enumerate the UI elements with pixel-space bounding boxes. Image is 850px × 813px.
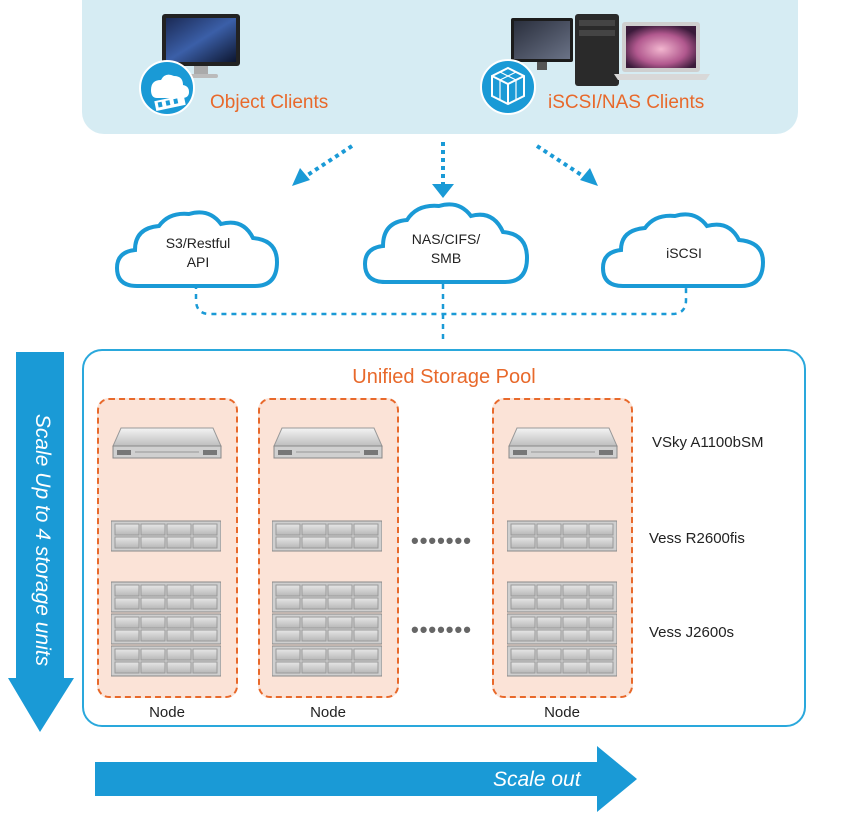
disk-enclosure-icon [111,645,221,677]
disk-enclosure-icon [272,613,382,645]
disk-enclosure-icon [111,581,221,613]
protocol-bus-line [194,284,688,316]
more-nodes-dots: ••••••• [411,528,472,553]
unified-storage-pool [82,349,806,727]
iscsi-cloud-label: iSCSI [599,226,769,280]
arrow-middle-head [432,184,454,198]
workstation-icon [511,14,619,86]
arrow-left-head [292,168,310,186]
disk-enclosure-icon [272,645,382,677]
disk-enclosure-icon [507,613,617,645]
disk-enclosure-icon [507,520,617,552]
server-icon [272,424,384,464]
server-icon [507,424,619,464]
nas-line2: SMB [430,250,462,266]
pool-title: Unified Storage Pool [352,366,536,388]
laptop-icon [614,22,710,80]
arrow-right-icon [95,746,637,812]
node-label: Node [310,704,346,721]
node-label: Node [149,704,185,721]
disk-enclosure-icon [111,520,221,552]
cloud-icon [600,212,766,288]
object-storage-icon [139,60,195,116]
disk-enclosure-icon [507,581,617,613]
arrow-down-icon [8,352,74,732]
device-label-jbod: Vess J2600s [649,624,735,641]
s3-cloud-label: S3/Restful API [113,226,283,280]
connector-lines [194,142,688,340]
cloud-icon [114,210,280,288]
arrow-right-connector [535,144,588,180]
scale-up-label: Scale Up to 4 storage units [31,413,54,667]
iscsi-line1: iSCSI [666,244,702,261]
disk-enclosure-icon [507,645,617,677]
s3-line1: S3/Restful [165,235,231,251]
more-nodes-dots: ••••••• [411,617,472,642]
s3-line2: API [186,254,210,270]
nas-line1: NAS/CIFS/ [411,231,481,247]
arrow-left-connector [301,144,354,180]
monitor-icon [162,14,240,78]
nas-cloud-label: NAS/CIFS/ SMB [361,222,531,276]
device-label-mid: Vess R2600fis [649,530,745,547]
disk-enclosure-icon [272,581,382,613]
server-icon [111,424,223,464]
arrow-right-head [580,168,598,186]
object-clients-label: Object Clients [210,92,329,113]
cube-icon [480,59,536,115]
disk-enclosure-icon [272,520,382,552]
disk-enclosure-icon [111,613,221,645]
scale-out-label: Scale out [493,768,581,791]
cloud-icon [362,202,530,284]
node-label: Node [544,704,580,721]
device-label-head: VSky A1100bSM [652,434,764,451]
iscsi-nas-clients-label: iSCSI/NAS Clients [548,92,705,113]
